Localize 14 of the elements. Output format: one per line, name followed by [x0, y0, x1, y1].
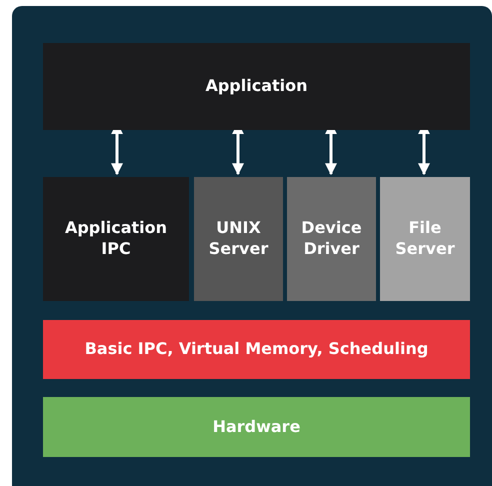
node-label: UNIX Server	[208, 218, 270, 260]
node-label: Basic IPC, Virtual Memory, Scheduling	[84, 339, 428, 360]
process-box	[380, 177, 470, 301]
node-label: Application IPC	[64, 218, 168, 260]
node-label: Device Driver	[300, 218, 363, 260]
process-box	[43, 177, 189, 301]
process-box	[43, 43, 470, 130]
process-box	[287, 177, 376, 301]
layer-band	[43, 397, 470, 457]
process-box	[194, 177, 283, 301]
node-label: File Server	[394, 218, 456, 260]
node-label: Application	[205, 76, 308, 97]
layer-band	[43, 320, 470, 379]
node-label: Hardware	[212, 416, 300, 438]
